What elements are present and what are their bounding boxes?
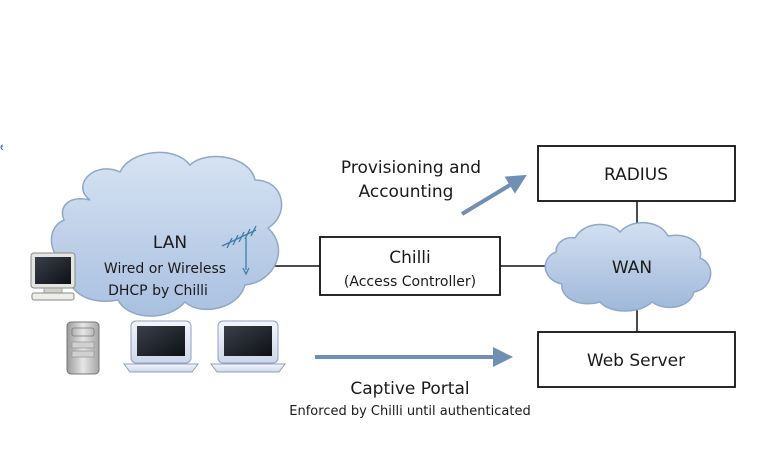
wan-cloud — [544, 221, 712, 312]
laptop-icon — [210, 320, 286, 373]
laptop-icon — [123, 320, 199, 373]
chilli-title: Chilli — [389, 248, 431, 268]
wan-label: WAN — [612, 258, 652, 278]
lan-line1: Wired or Wireless — [104, 261, 226, 277]
radius-box — [537, 145, 736, 202]
radius-label: RADIUS — [604, 165, 668, 185]
lan-line2: DHCP by Chilli — [108, 283, 208, 299]
provisioning-line1: Provisioning and — [341, 158, 481, 178]
chilli-subtitle: (Access Controller) — [344, 274, 476, 290]
antenna-icon — [221, 225, 257, 276]
provisioning-line2: Accounting — [359, 182, 454, 202]
desktop-computer-icon — [30, 252, 76, 301]
chilli-box — [319, 236, 501, 296]
provisioning-arrow — [460, 174, 527, 216]
captive-portal-title: Captive Portal — [350, 379, 469, 399]
tower-computer-icon — [66, 321, 100, 375]
web-server-label: Web Server — [587, 351, 685, 371]
edge-text-fragment: e — [0, 143, 3, 153]
web-server-box — [537, 331, 736, 388]
lan-title: LAN — [153, 233, 187, 253]
captive-portal-subtitle: Enforced by Chilli until authenticated — [289, 404, 530, 419]
